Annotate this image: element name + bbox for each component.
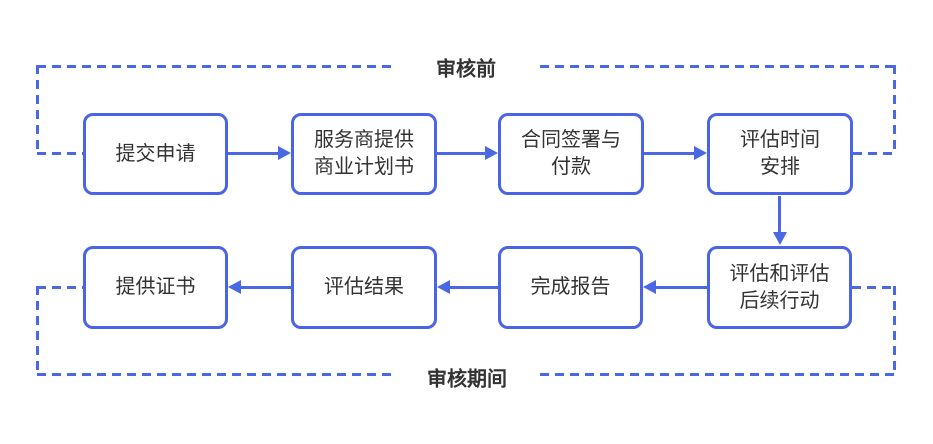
node-label: 提交申请: [115, 142, 196, 165]
node-contract-signing-payment: 合同签署与 付款: [498, 113, 644, 195]
node-label: 评估结果: [324, 276, 404, 298]
arrow-line: [778, 196, 781, 232]
arrow-line: [656, 286, 707, 289]
pre-audit-label: 审核前: [436, 58, 496, 81]
node-assessment-result: 评估结果: [291, 246, 437, 329]
node-label: 评估时间 安排: [740, 129, 820, 178]
node-label: 提供证书: [115, 276, 196, 298]
node-submit-application: 提交申请: [83, 113, 228, 195]
during-audit-border-stub-right: [852, 286, 895, 289]
arrowhead-right-icon: [278, 146, 291, 160]
during-audit-border-bottom-right-segment: [540, 373, 895, 376]
arrow-line: [241, 286, 291, 289]
node-assessment-schedule: 评估时间 安排: [707, 113, 853, 195]
pre-audit-border-stub-left: [37, 152, 83, 155]
arrow-line: [437, 152, 485, 155]
during-audit-border-left-segment: [36, 286, 39, 376]
arrowhead-left-icon: [437, 280, 450, 294]
node-assessment-and-followup: 评估和评估 后续行动: [707, 246, 852, 329]
node-label: 评估和评估 后续行动: [729, 262, 830, 312]
pre-audit-border-left-segment: [36, 65, 39, 155]
node-complete-report: 完成报告: [498, 246, 643, 329]
pre-audit-border-right-segment: [893, 65, 896, 155]
node-label: 合同签署与 付款: [521, 129, 621, 178]
pre-audit-border-top-left-segment: [37, 65, 393, 68]
during-audit-border-bottom-left-segment: [37, 373, 393, 376]
arrowhead-left-icon: [643, 280, 656, 294]
arrowhead-right-icon: [694, 146, 707, 160]
arrowhead-right-icon: [485, 146, 498, 160]
arrow-line: [228, 152, 278, 155]
pre-audit-border-stub-right: [853, 152, 895, 155]
node-provider-business-plan: 服务商提供 商业计划书: [291, 113, 437, 195]
pre-audit-border-top-right-segment: [540, 65, 895, 68]
node-label: 完成报告: [530, 276, 611, 298]
during-audit-border-right-segment: [893, 286, 896, 376]
arrow-line: [450, 286, 498, 289]
arrowhead-left-icon: [228, 280, 241, 294]
arrow-line: [644, 152, 694, 155]
during-audit-border-stub-left: [37, 286, 83, 289]
arrowhead-down-icon: [773, 232, 787, 245]
during-audit-label: 审核期间: [427, 368, 507, 391]
node-label: 服务商提供 商业计划书: [314, 129, 414, 178]
node-issue-certificate: 提供证书: [83, 246, 228, 329]
